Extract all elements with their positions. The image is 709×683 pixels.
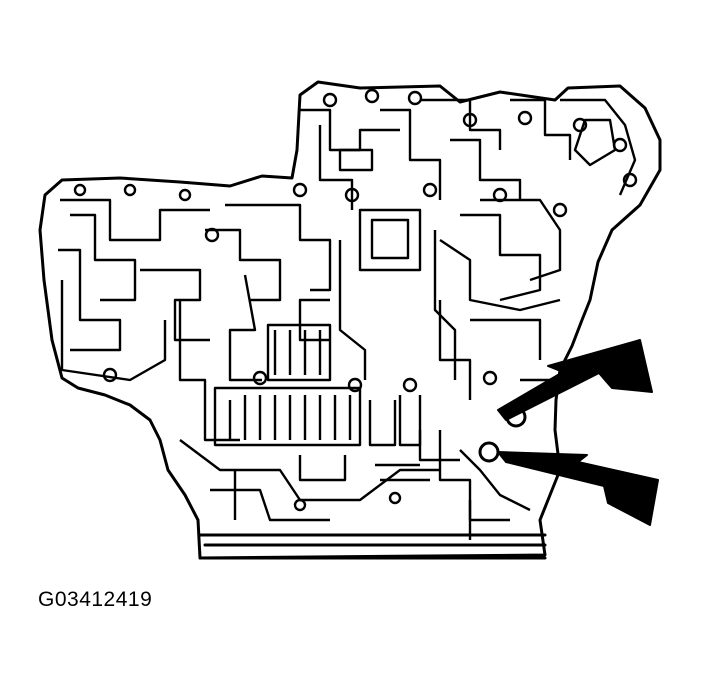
valve-body-outline bbox=[38, 80, 662, 560]
figure-id-label: G03412419 bbox=[38, 588, 153, 611]
callout-arrows bbox=[497, 339, 659, 526]
fluid-passages bbox=[58, 98, 637, 540]
arrow-upper bbox=[497, 339, 653, 421]
port-holes bbox=[73, 88, 638, 512]
arrow-lower bbox=[497, 451, 659, 526]
base-plate bbox=[198, 533, 547, 560]
